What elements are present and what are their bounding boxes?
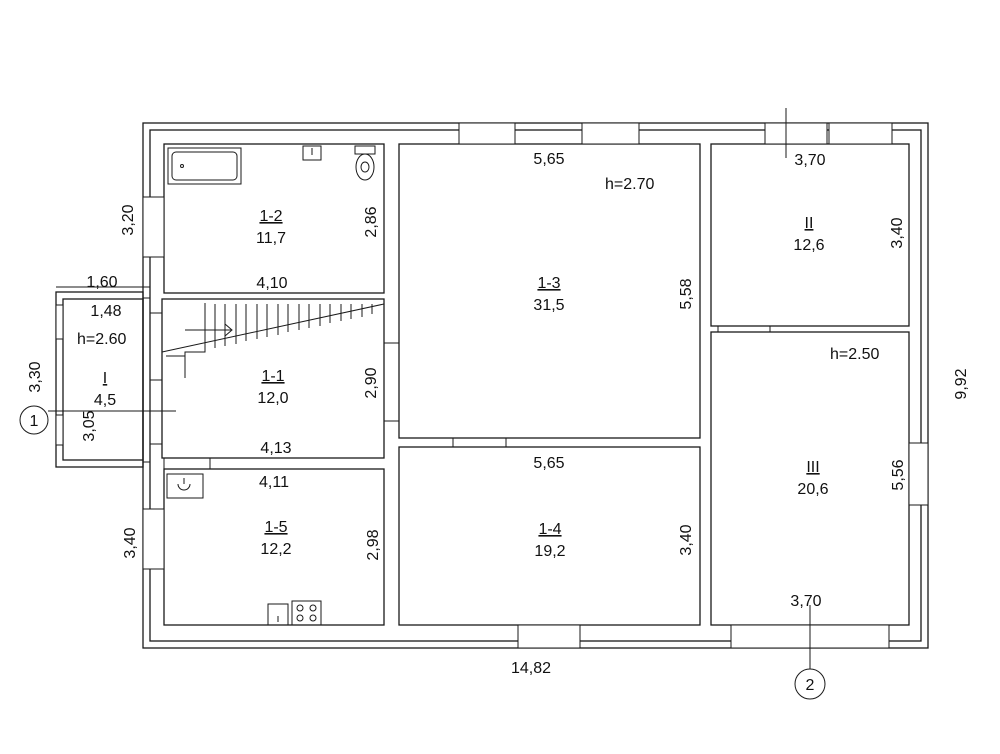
- section-marker-1-label: 1: [30, 413, 39, 430]
- room-1-1-area: 12,0: [257, 390, 288, 407]
- room-III-id: III: [806, 459, 819, 476]
- staircase: [161, 303, 385, 378]
- dimensions-vertical: 3,20 2,86 3,30 3,05 2,90 3,40 2,98 5,58 …: [27, 204, 970, 560]
- dim-label: 3,30: [27, 361, 44, 392]
- window: [517, 624, 581, 649]
- toilet-icon: [354, 145, 376, 181]
- room-II-outline: [710, 143, 910, 327]
- dim-label: 5,56: [890, 459, 907, 490]
- window: [828, 122, 893, 145]
- dim-label: 3,05: [81, 410, 98, 441]
- room-III-outline: [710, 331, 910, 626]
- room-1-2-area: 11,7: [256, 230, 286, 247]
- height-label-I: h=2.60: [77, 331, 126, 348]
- dim-label: 3,70: [794, 152, 825, 169]
- dim-label: 3,20: [120, 204, 137, 235]
- ceiling-heights: h=2.70 h=2.60 h=2.50: [77, 176, 879, 363]
- room-labels: 1-2 11,7 1-1 12,0 1-5 12,2 1-3 31,5 1-4 …: [94, 208, 829, 560]
- section-marker-2-label: 2: [806, 677, 815, 694]
- window: [581, 122, 640, 145]
- room-I-area: 4,5: [94, 392, 116, 409]
- window: [764, 122, 828, 145]
- room-1-4-area: 19,2: [534, 543, 565, 560]
- dim-label: 5,65: [533, 455, 564, 472]
- room-1-5-area: 12,2: [260, 541, 291, 558]
- window: [142, 508, 165, 570]
- room-II-id: II: [805, 215, 814, 232]
- door-marks: [150, 312, 771, 469]
- window: [55, 304, 64, 340]
- dim-label: 4,10: [256, 275, 287, 292]
- windows: [55, 122, 929, 649]
- room-1-3-id: 1-3: [537, 275, 560, 292]
- section-marker-1: 1: [19, 405, 176, 435]
- height-label-1-3: h=2.70: [605, 176, 654, 193]
- dim-label: 1,60: [86, 274, 117, 291]
- room-III-area: 20,6: [797, 481, 828, 498]
- window: [55, 414, 64, 446]
- dim-label: 14,82: [511, 660, 551, 677]
- dim-label: 5,58: [678, 278, 695, 309]
- dimensions-horizontal: 4,10 1,60 1,48 4,13 4,11 5,65 5,65 3,70 …: [86, 151, 825, 677]
- dim-label: 2,86: [363, 206, 380, 237]
- dim-label: 3,40: [122, 527, 139, 558]
- room-1-1-id: 1-1: [261, 368, 284, 385]
- porch-walls: [55, 286, 150, 468]
- outer-walls: [142, 122, 929, 649]
- room-1-4-id: 1-4: [538, 521, 561, 538]
- sink-icon: [302, 145, 322, 161]
- stove-icon: [267, 600, 322, 626]
- room-1-2-id: 1-2: [259, 208, 282, 225]
- window: [458, 122, 516, 145]
- room-I-id: I: [103, 370, 107, 387]
- room-II-area: 12,6: [793, 237, 824, 254]
- room-1-3-outline: [398, 143, 701, 439]
- dim-label: 4,13: [260, 440, 291, 457]
- height-label-III: h=2.50: [830, 346, 879, 363]
- dim-label: 1,48: [90, 303, 121, 320]
- room-1-3-area: 31,5: [533, 297, 564, 314]
- window: [142, 196, 165, 258]
- dim-label: 3,40: [678, 524, 695, 555]
- room-1-1-outline: [161, 298, 385, 459]
- window: [908, 442, 929, 506]
- dim-label: 4,11: [259, 474, 289, 491]
- dim-label: 5,65: [533, 151, 564, 168]
- section-marker-2: 2: [785, 108, 826, 700]
- dim-label: 3,40: [889, 217, 906, 248]
- dim-label: 2,90: [363, 367, 380, 398]
- kitchen-sink-icon: [166, 473, 204, 499]
- bathtub-icon: [167, 147, 242, 185]
- dim-label: 2,98: [365, 529, 382, 560]
- dim-label: 9,92: [953, 368, 970, 399]
- room-1-5-id: 1-5: [264, 519, 287, 536]
- dim-label: 3,70: [790, 593, 821, 610]
